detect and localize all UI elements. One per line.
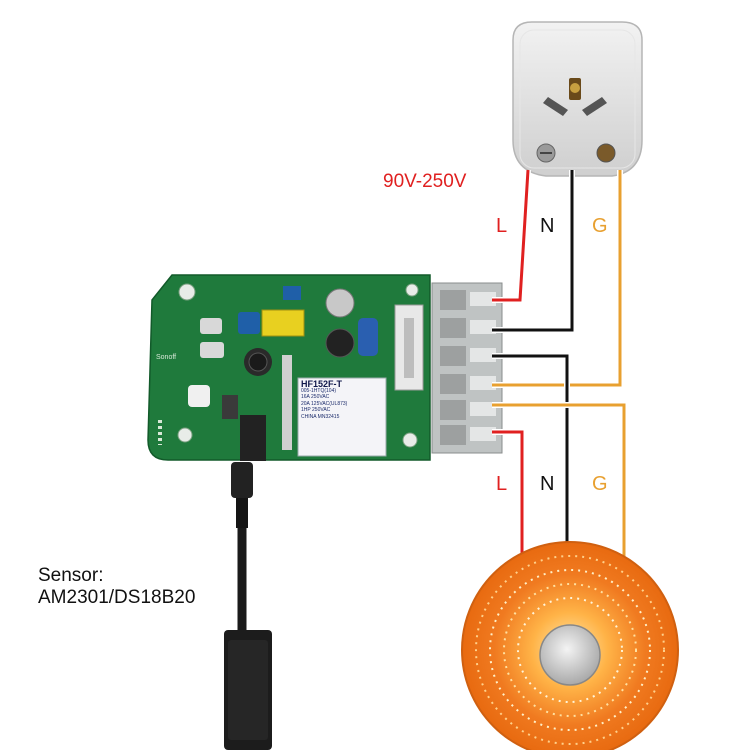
output-ground-label: G [592,473,608,495]
output-line-wire [492,429,525,565]
pcb-silkscreen: Sonoff [156,354,177,361]
voltage-label: 90V-250V [383,171,467,192]
sensor-label: Sensor: AM2301/DS18B20 [38,565,195,609]
input-ground-label: G [592,215,608,237]
input-neutral-wire [492,170,575,333]
output-line-label: L [496,473,508,495]
terminal-block [431,282,503,454]
output-neutral-label: N [540,473,555,495]
sensor-label-model: AM2301/DS18B20 [38,587,196,608]
relay-spec-1: 005-1HTQ(104) [301,387,337,394]
relay-spec-3: 20A 125VAC(UL873) [301,400,348,407]
three-pin-plug-icon [512,21,643,177]
sensor-probe-icon [224,462,272,750]
output-neutral-wire [492,353,570,555]
input-line-wire [492,169,531,303]
input-ground-wire [492,170,623,388]
output-ground-wire [492,402,627,565]
relay-spec-4: 1HP 250VAC [301,407,331,413]
sensor-label-title: Sensor: [38,565,104,586]
input-line-label: L [496,215,508,237]
relay-model: HF152F-T [301,379,343,389]
relay-label: HF152F-T 005-1HTQ(104) 16A 250VAC 20A 12… [301,379,385,420]
heater-icon [461,541,679,750]
input-neutral-label: N [540,215,555,237]
relay-spec-5: CHINA MN32415 [301,413,340,420]
sonoff-pcb-board [147,274,431,461]
relay-spec-2: 16A 250VAC [301,394,330,400]
